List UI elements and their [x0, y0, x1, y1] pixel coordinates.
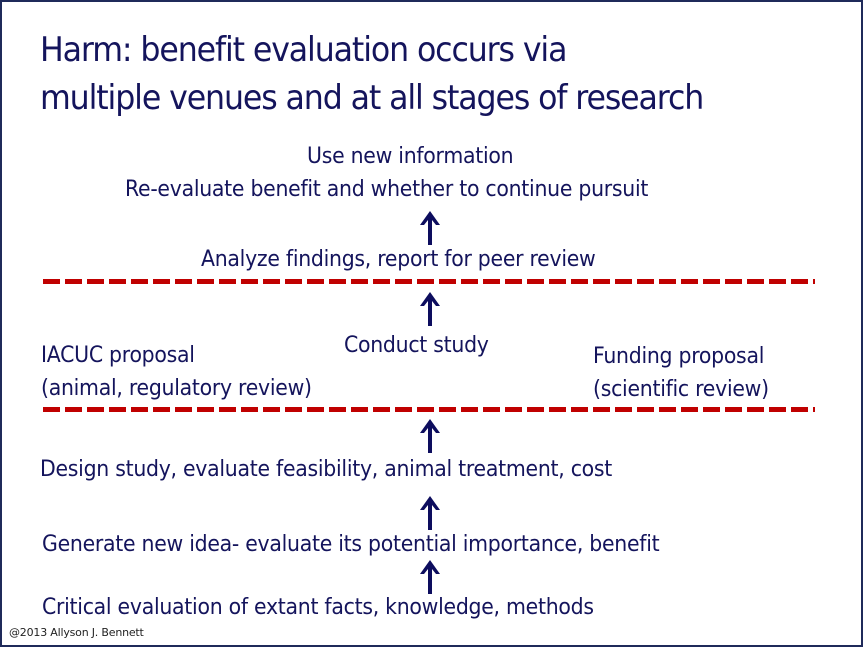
stage-use-new-information: Use new information	[307, 144, 514, 169]
stage-analyze-findings: Analyze findings, report for peer review	[201, 247, 596, 272]
stage-generate-idea: Generate new idea- evaluate its potentia…	[42, 532, 660, 557]
slide-title: Harm: benefit evaluation occurs via mult…	[40, 26, 704, 122]
funding-proposal-subtitle: (scientific review)	[593, 377, 769, 402]
stage-conduct-study: Conduct study	[344, 333, 489, 358]
stage-reevaluate-benefit: Re-evaluate benefit and whether to conti…	[125, 177, 649, 202]
up-arrow-icon	[420, 560, 440, 594]
funding-proposal-title: Funding proposal	[593, 344, 765, 369]
up-arrow-icon	[420, 211, 440, 245]
stage-design-study: Design study, evaluate feasibility, anim…	[40, 457, 613, 482]
dashed-divider-upper	[43, 279, 815, 284]
stage-critical-evaluation: Critical evaluation of extant facts, kno…	[42, 595, 594, 620]
title-line-1: Harm: benefit evaluation occurs via	[40, 30, 567, 70]
up-arrow-icon	[420, 292, 440, 326]
copyright-footer: @2013 Allyson J. Bennett	[9, 626, 144, 639]
iacuc-proposal-title: IACUC proposal	[41, 343, 195, 368]
dashed-divider-lower	[43, 407, 815, 412]
title-line-2: multiple venues and at all stages of res…	[40, 78, 704, 118]
up-arrow-icon	[420, 496, 440, 530]
up-arrow-icon	[420, 419, 440, 453]
iacuc-proposal-subtitle: (animal, regulatory review)	[41, 376, 312, 401]
